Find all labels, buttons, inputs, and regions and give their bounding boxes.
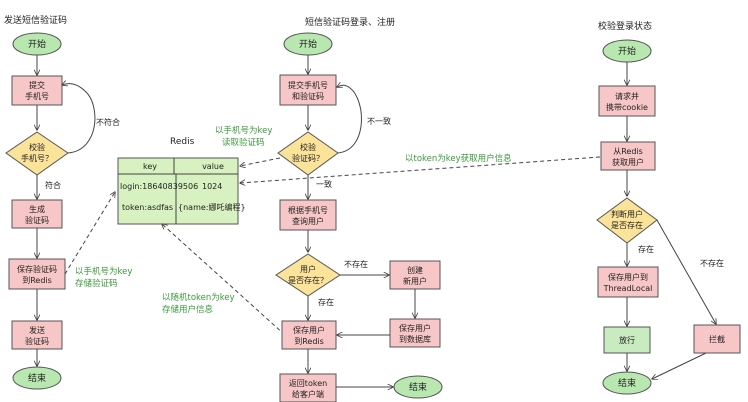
login-save-redis-node: 保存用户 到Redis — [281, 320, 337, 350]
title-verify-login: 校验登录状态 — [598, 20, 652, 32]
verify-start-node: 开始 — [602, 39, 652, 63]
login-create-line2: 新用户 — [403, 276, 427, 286]
send-submit-node: 提交 手机号 — [11, 75, 63, 106]
annotation-store-code-line2: 存储验证码 — [75, 278, 118, 289]
redis-row1-key: login:18640839506 — [120, 182, 198, 191]
annotation-store-user-line1: 以随机token为key — [162, 292, 235, 303]
login-create-line1: 创建 — [407, 265, 423, 275]
title-sms-login: 短信验证码登录、注册 — [305, 16, 395, 28]
verify-judge-line2: 是否存在 — [611, 220, 643, 230]
login-submit-node: 提交手机号 和验证码 — [279, 74, 337, 106]
login-match-label: 一致 — [316, 179, 332, 189]
login-return-token-node: 返回token 给客户端 — [279, 373, 337, 402]
verify-not-exist-label: 不存在 — [700, 258, 724, 268]
redis-row2-key: token:asdfas — [122, 203, 173, 212]
verify-get-user-line1: 从Redis — [613, 147, 643, 156]
login-exists-line2: 是否存在？ — [288, 275, 328, 285]
login-create-user-node: 创建 新用户 — [389, 260, 441, 290]
login-submit-line2: 和验证码 — [292, 91, 324, 101]
title-send-sms: 发送短信验证码 — [4, 14, 67, 26]
redis-header-value: value — [202, 162, 224, 171]
login-save-redis-line1: 保存用户 — [293, 325, 325, 335]
verify-judge-decision: 判断用户 是否存在 — [596, 197, 658, 244]
send-check-line2: 手机号？ — [21, 153, 53, 163]
annotation-read-code-line2: 读取验证码 — [222, 137, 265, 148]
send-generate-line1: 生成 — [29, 204, 45, 214]
verify-get-user-line2: 获取用户 — [612, 157, 644, 167]
send-match-label: 符合 — [45, 180, 61, 190]
send-submit-line1: 提交 — [29, 80, 45, 90]
login-check-line1: 校验 — [300, 142, 316, 152]
send-sms-line2: 验证码 — [25, 336, 49, 346]
login-check-line2: 验证码？ — [292, 153, 324, 163]
login-exists-decision: 用户 是否存在？ — [275, 253, 341, 297]
login-not-exist-label: 不存在 — [344, 259, 368, 269]
verify-get-user-node: 从Redis 获取用户 — [600, 141, 656, 171]
redis-table: key value login:18640839506 1024 token:a… — [117, 157, 246, 225]
send-submit-line2: 手机号 — [25, 91, 49, 101]
verify-save-tl-line2: ThreadLocal — [603, 284, 653, 293]
send-save-redis-node: 保存验证码 到Redis — [8, 258, 66, 290]
redis-row2-value: {name:娜吒编程} — [178, 202, 246, 212]
send-generate-node: 生成 验证码 — [11, 199, 63, 229]
login-start-node: 开始 — [283, 32, 333, 56]
login-save-db-line2: 到数据库 — [399, 334, 431, 344]
login-save-db-node: 保存用户 到数据库 — [389, 318, 441, 348]
verify-request-line1: 请求并 — [615, 91, 639, 101]
annotation-read-code-line1: 以手机号为key — [215, 125, 272, 136]
annotation-store-code-line1: 以手机号为key — [75, 266, 132, 277]
send-save-line1: 保存验证码 — [17, 264, 57, 274]
annotation-store-user-line2: 存储用户信息 — [162, 304, 214, 315]
login-mismatch-label: 不一致 — [367, 116, 391, 126]
verify-request-line2: 携带cookie — [606, 102, 648, 112]
verify-pass-node: 放行 — [603, 326, 651, 354]
login-exists-line1: 用户 — [300, 264, 316, 274]
verify-save-threadlocal-node: 保存用户到 ThreadLocal — [597, 266, 659, 298]
verify-save-tl-line1: 保存用户到 — [608, 272, 648, 282]
login-end-node: 结束 — [393, 375, 443, 399]
login-end-label: 结束 — [409, 381, 427, 393]
login-return-line1: 返回token — [289, 379, 327, 388]
login-check-decision: 校验 验证码？ — [277, 131, 339, 176]
login-query-line2: 查询用户 — [292, 216, 324, 226]
verify-end-label: 结束 — [618, 377, 636, 389]
send-sms-node: 发送 验证码 — [11, 320, 63, 350]
redis-title: Redis — [170, 137, 195, 147]
verify-start-label: 开始 — [618, 45, 636, 57]
send-check-decision: 校验 手机号？ — [5, 131, 69, 176]
send-end-label: 结束 — [28, 372, 46, 384]
send-check-line1: 校验 — [29, 142, 45, 152]
redis-header-key: key — [143, 162, 157, 171]
verify-block-node: 拦截 — [693, 324, 741, 354]
verify-judge-line1: 判断用户 — [611, 209, 643, 219]
verify-exist-label: 存在 — [638, 244, 654, 254]
login-save-redis-line2: 到Redis — [294, 337, 324, 346]
verify-request-node: 请求并 携带cookie — [598, 85, 656, 117]
login-save-db-line1: 保存用户 — [399, 323, 431, 333]
verify-block-label: 拦截 — [709, 334, 725, 344]
annotation-get-user-by-token: 以token为key获取用户信息 — [405, 153, 512, 164]
login-query-node: 根据手机号 查询用户 — [279, 199, 337, 231]
verify-end-node: 结束 — [602, 371, 652, 395]
send-generate-line2: 验证码 — [25, 215, 49, 225]
send-not-match-label: 不符合 — [96, 117, 120, 127]
login-start-label: 开始 — [299, 38, 317, 50]
send-end-node: 结束 — [12, 366, 62, 390]
login-return-line2: 给客户端 — [292, 389, 324, 399]
send-start-label: 开始 — [28, 38, 46, 50]
send-start-node: 开始 — [12, 32, 62, 56]
login-submit-line1: 提交手机号 — [288, 80, 328, 90]
redis-row1-value: 1024 — [202, 182, 222, 191]
send-sms-line1: 发送 — [29, 325, 45, 335]
verify-pass-label: 放行 — [619, 335, 635, 345]
login-query-line1: 根据手机号 — [288, 205, 328, 215]
login-exist-label: 存在 — [318, 297, 334, 307]
send-save-line2: 到Redis — [22, 276, 52, 285]
